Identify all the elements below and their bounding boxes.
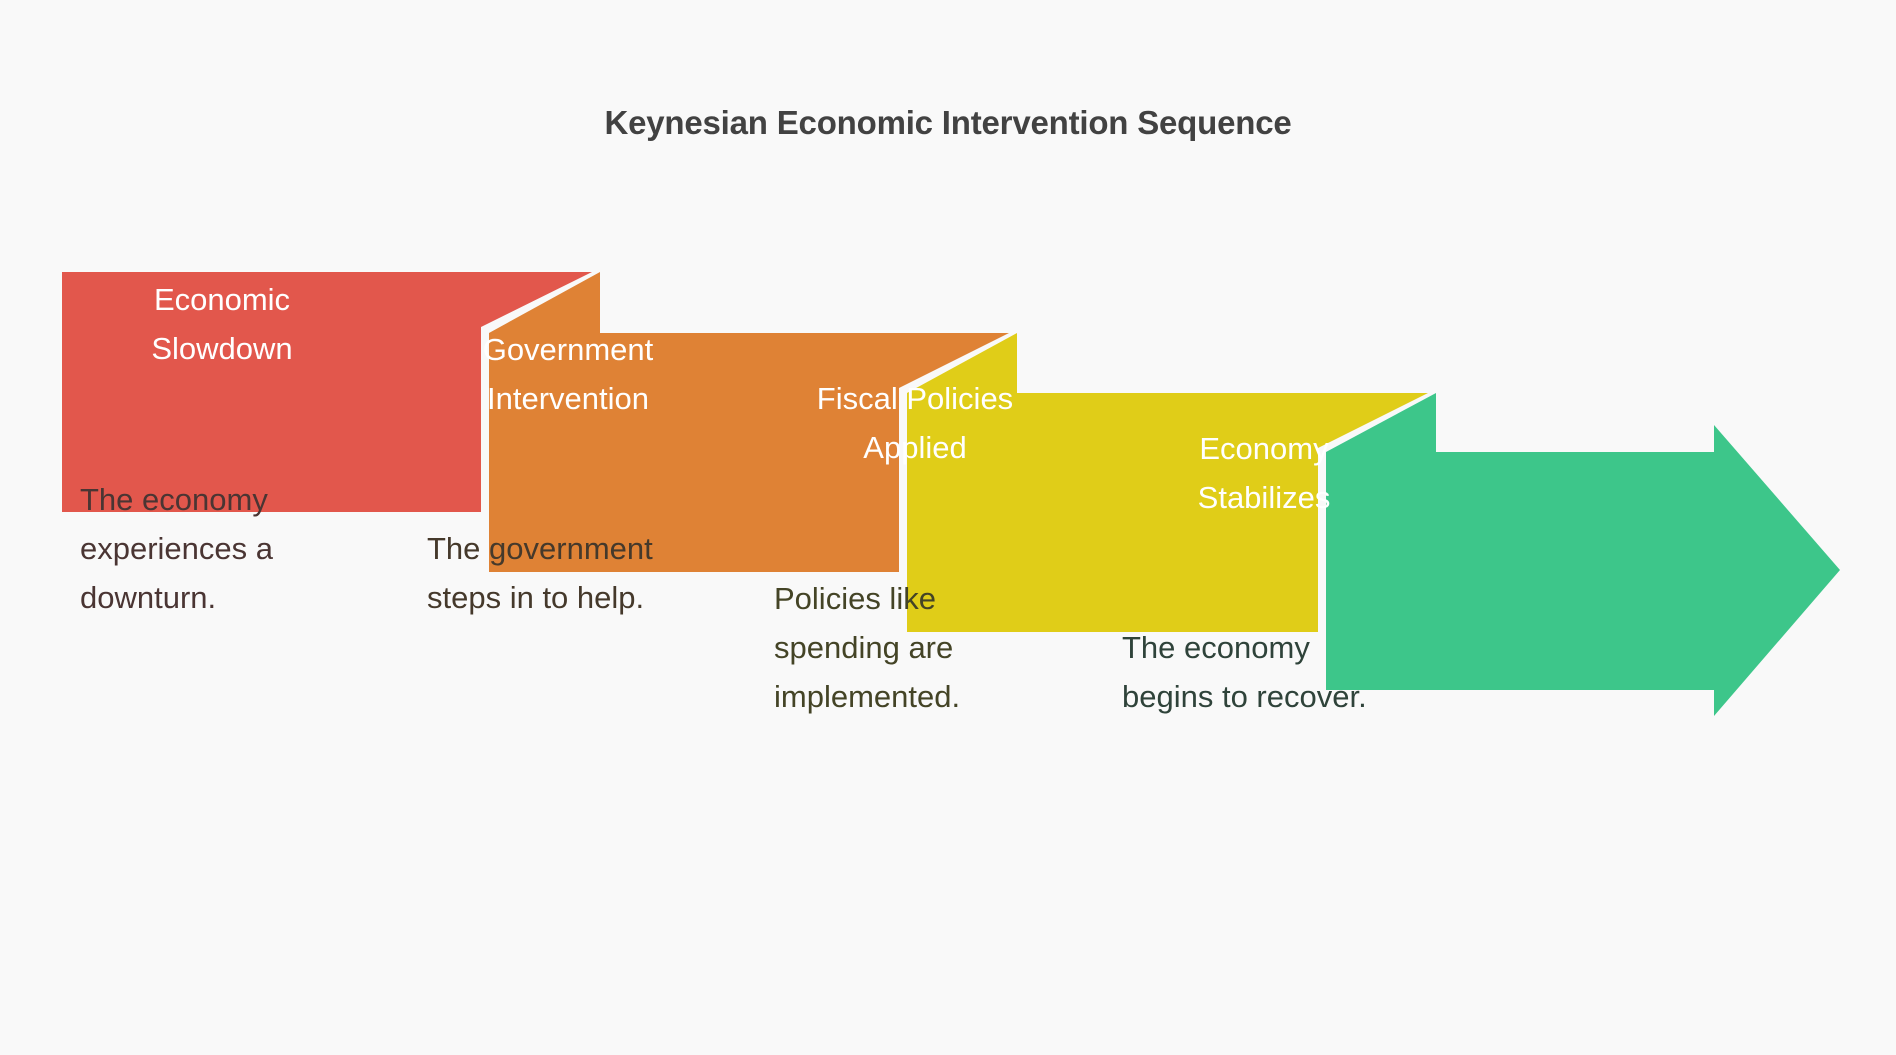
stage-label-economy-stabilizes: Economy Stabilizes [1197, 431, 1331, 515]
fold-wedge-1-2 [489, 272, 600, 333]
stage-description-economy-stabilizes: The economy begins to recover. [1122, 630, 1367, 714]
stage-label-fiscal-policies-applied: Fiscal Policies Applied [816, 381, 1014, 465]
stage-description-government-intervention: The government steps in to help. [427, 531, 653, 615]
page-title: Keynesian Economic Intervention Sequence [604, 104, 1292, 141]
stage-label-economic-slowdown: Economic Slowdown [151, 282, 293, 366]
stage-description-economic-slowdown: The economy experiences a downturn. [80, 482, 274, 615]
stage-label-government-intervention: Government Intervention [482, 332, 654, 416]
stage-description-fiscal-policies-applied: Policies like spending are implemented. [774, 581, 961, 714]
